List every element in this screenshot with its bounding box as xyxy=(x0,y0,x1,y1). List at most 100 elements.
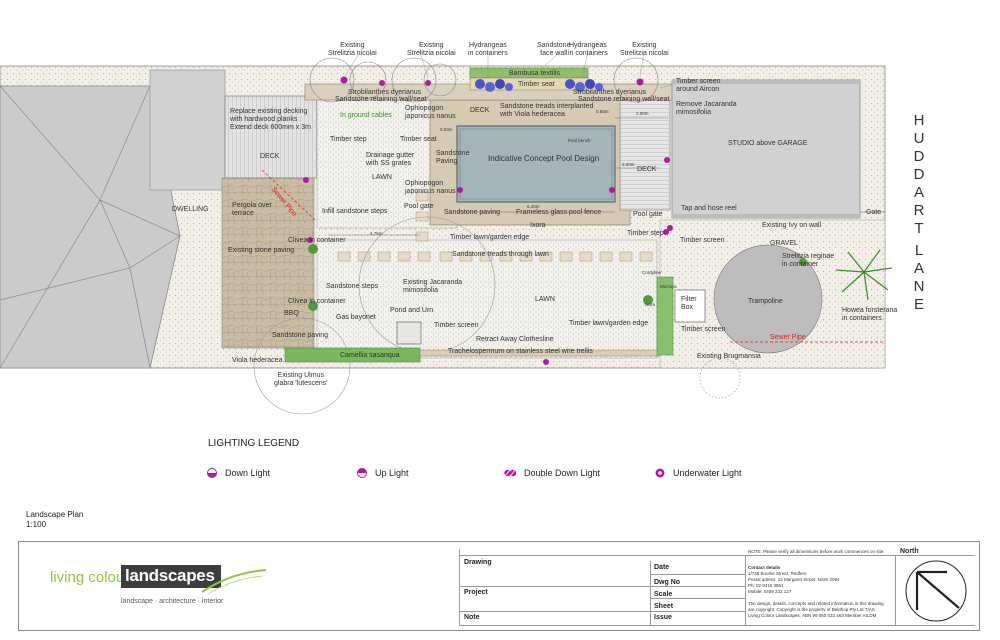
legend-underwater-light: Underwater Light xyxy=(655,468,742,478)
label-deck-right: DECK xyxy=(637,166,657,173)
lane-letter: L xyxy=(914,242,924,259)
field-scale: Scale xyxy=(654,591,673,598)
label-timber-screen-2: Timber screen xyxy=(434,322,479,329)
label-timber-lawn-edge-1: Timber lawn/garden edge xyxy=(450,234,530,241)
title-block-divider xyxy=(459,586,745,587)
copyright-line-2: are copyright. Copyright is the property… xyxy=(748,607,875,612)
plants-green xyxy=(308,244,807,311)
lane-letter: A xyxy=(913,184,924,201)
field-date: Date xyxy=(654,564,670,571)
label-existing-stone-paving: Existing stone paving xyxy=(228,247,295,254)
label-clothesline: Retract Away Clothesline xyxy=(476,336,554,343)
label-trachelospermum: Trachelospermum on stainless steel wire … xyxy=(448,348,593,355)
label-remove-jacaranda: Remove Jacaranda mimosifolia xyxy=(676,101,737,116)
label-sandstone-treads-viola: Sandstone treads interplanted with Viola… xyxy=(500,103,594,118)
label-dim-476: 4.76m xyxy=(370,231,383,236)
label-timber-step-1: Timber step xyxy=(330,136,367,143)
title-block-divider xyxy=(745,555,746,625)
title-block-divider xyxy=(459,549,460,625)
label-existing-ulmus: Existing Ulmus glabra 'lutescens' xyxy=(274,372,328,387)
field-note: Note xyxy=(464,614,480,621)
lane-letter: D xyxy=(913,148,925,165)
copyright-line-1: The design, details, concepts and relate… xyxy=(748,601,884,606)
label-sandstone-face-wall: Sandstone face wall xyxy=(537,42,571,57)
label-howea: Howea forsterana in containers xyxy=(842,307,898,322)
label-cordyline: Cordyline xyxy=(642,270,662,275)
sandstone-treads xyxy=(337,191,653,262)
plan-title-name: Landscape Plan xyxy=(26,510,84,519)
label-bbq: BBQ xyxy=(284,310,299,317)
copyright-line-3: Living Colour Landscapes. ABN 99 060 033… xyxy=(748,613,877,618)
field-dwg-no: Dwg No xyxy=(654,579,681,586)
lane-letter: N xyxy=(913,278,925,295)
label-strobilanthes-1: Strobilanthes dyerianus xyxy=(348,89,422,96)
label-bambusa: Bambusa textilis xyxy=(509,70,560,77)
label-timber-screen-3: Timber screen xyxy=(681,326,726,333)
label-gravel: GRAVEL xyxy=(770,240,798,247)
label-treads-through-lawn: Sandstone treads through lawn xyxy=(452,251,549,258)
label-existing-strelitzia-2: Existing Strelitzia nicolai xyxy=(407,42,456,57)
howea-palm xyxy=(835,249,893,301)
label-pond: Pond and Urn xyxy=(390,307,434,314)
label-sewer-pipe-2: Sewer Pipe xyxy=(770,334,806,341)
note-verify-dimensions: NOTE: Please verify all dimensions befor… xyxy=(748,549,884,554)
label-timber-screen-1: Timber screen xyxy=(680,237,725,244)
legend-label: Down Light xyxy=(225,468,271,478)
label-ophiopogon-1: Ophiopogon japonicus nanus xyxy=(405,105,456,120)
label-existing-strelitzia-1: Existing Strelitzia nicolai xyxy=(328,42,377,57)
down-light-icon xyxy=(207,468,217,478)
label-filter-box: Filter Box xyxy=(681,296,697,311)
label-timber-screen-aircon: Timber screen around Aircon xyxy=(676,78,721,93)
lighting-legend-title: LIGHTING LEGEND xyxy=(208,438,300,449)
label-existing-ivy: Existing Ivy on wall xyxy=(762,222,822,229)
label-dim-640: 6.40m xyxy=(527,204,540,209)
logo-swoosh-icon xyxy=(201,569,267,595)
field-issue: Issue xyxy=(654,614,672,621)
label-timber-seat-2: Timber seat xyxy=(400,136,437,143)
title-block-divider xyxy=(650,598,745,599)
field-project: Project xyxy=(464,589,488,596)
legend-label: Underwater Light xyxy=(673,468,742,478)
field-drawing: Drawing xyxy=(464,559,492,566)
label-trampoline: Trampoline xyxy=(748,298,783,305)
label-sandstone-paving-1: Sandstone Paving xyxy=(436,150,470,165)
label-lawn-2: LAWN xyxy=(535,296,555,303)
label-sandstone-paving-3: Sandstone paving xyxy=(272,332,329,339)
title-block-divider xyxy=(459,625,975,626)
title-block-divider xyxy=(650,561,651,625)
logo-tagline: landscape · architecture · interior xyxy=(121,598,224,605)
north-arrow-icon xyxy=(905,560,967,622)
title-block-divider xyxy=(895,555,896,625)
label-timber-lawn-edge-2: Timber lawn/garden edge xyxy=(569,320,649,327)
hydrangea-cluster-left xyxy=(475,79,513,92)
label-sandstone-paving-2: Sandstone paving xyxy=(444,209,501,216)
label-strobilanthes-2: Strobilanthes dyerianus xyxy=(573,89,647,96)
label-gate: Gate xyxy=(866,209,882,216)
label-drainage: Drainage gutter with SS grates xyxy=(366,152,415,167)
title-block-divider xyxy=(650,574,745,575)
label-studio: STUDIO above GARAGE xyxy=(728,140,808,147)
underwater-light-icon xyxy=(655,468,665,478)
contact-phone: Ph: 02 9310 3561 xyxy=(748,583,784,588)
label-hydrangeas-1: Hydrangeas in containers xyxy=(468,42,508,57)
label-timber-seat-top: Timber seat xyxy=(518,81,555,88)
plan-title: Landscape Plan 1:100 xyxy=(26,510,83,530)
label-retaining-wall-seat-1: Sandstone retaining wall/seat xyxy=(335,96,427,103)
lane-letter: A xyxy=(913,260,924,277)
field-north: North xyxy=(900,548,919,555)
down-lights xyxy=(303,76,673,365)
legend-down-light: Down Light xyxy=(207,468,270,478)
label-murraya: Murraya xyxy=(660,284,677,289)
legend-label: Double Down Light xyxy=(524,468,601,478)
label-pool-gate-2: Pool gate xyxy=(633,211,663,218)
label-lawn-1: LAWN xyxy=(372,174,392,181)
contact-address: 1/748 Bourke Street, Redfern xyxy=(748,571,807,576)
label-clivea-2: Clivea in container xyxy=(288,298,346,305)
label-existing-strelitzia-3: Existing Strelitzia nicolai xyxy=(620,42,669,57)
lane-letter: E xyxy=(913,296,924,313)
label-frameless-fence: Frameless glass pool fence xyxy=(516,209,602,216)
label-timber-step-2: Timber step xyxy=(627,230,664,237)
label-pool-gate-1: Pool gate xyxy=(404,203,434,210)
hydrangea-cluster-right xyxy=(565,79,603,92)
label-hydrangeas-2: Hydrangeas in containers xyxy=(568,42,608,57)
